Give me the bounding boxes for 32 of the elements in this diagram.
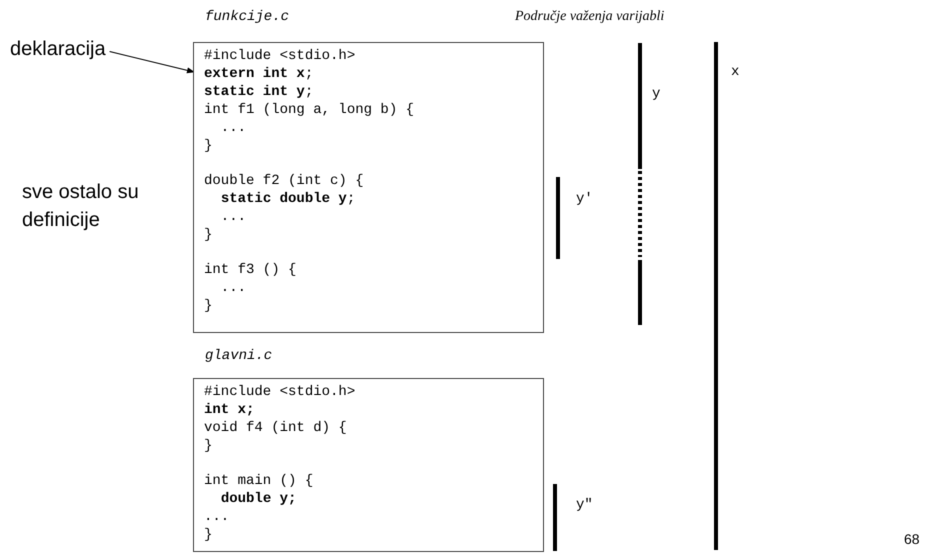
code-line: int f3 () { (204, 261, 296, 279)
page-number: 68 (904, 531, 920, 547)
code-line: ... (220, 119, 246, 137)
code-line: double f2 (int c) { (204, 172, 364, 190)
heading: Područje važenja varijabli (515, 9, 664, 25)
code-line: } (204, 297, 212, 315)
code-line: ... (204, 508, 230, 526)
file-name-heading: glavni.c (205, 348, 272, 364)
code-line: extern int x; (204, 65, 314, 83)
code-line: } (204, 137, 212, 155)
code-line: } (204, 526, 212, 544)
code-line: ... (220, 279, 246, 297)
code-line: } (204, 226, 212, 244)
code-line: } (204, 437, 212, 455)
code-line: double y; (220, 490, 296, 508)
code-line: static int y; (204, 83, 314, 101)
code-line: int x; (204, 401, 254, 419)
code-line: void f4 (int d) { (204, 419, 347, 437)
annotation-text: deklaracija (10, 38, 106, 61)
code-line: int f1 (long a, long b) { (204, 101, 414, 119)
code-line: int main () { (204, 472, 314, 490)
code-line: static double y; (220, 190, 356, 208)
code-line: #include <stdio.h> (204, 383, 356, 401)
variable-label: y (652, 86, 660, 102)
file-name-heading: funkcije.c (205, 9, 290, 25)
code-line: ... (220, 208, 246, 226)
annotation-text: sve ostalo su definicije (22, 180, 140, 233)
variable-label: y' (576, 191, 593, 207)
leader-line (109, 51, 195, 74)
variable-label: y" (576, 497, 593, 513)
variable-label: x (731, 64, 740, 80)
code-line: #include <stdio.h> (204, 47, 356, 65)
